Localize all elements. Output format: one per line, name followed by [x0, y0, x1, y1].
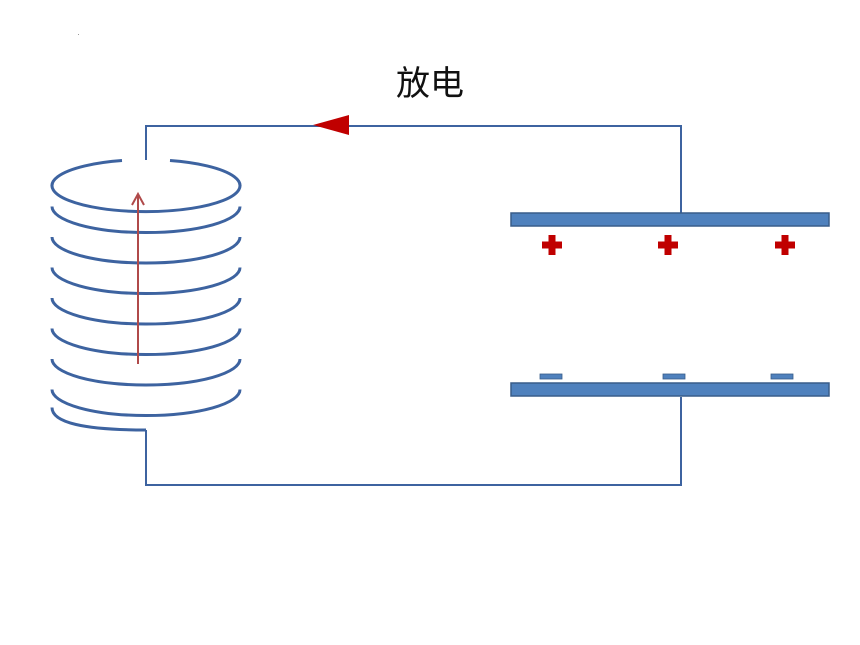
inductor-coil [50, 159, 242, 432]
coil-turn [50, 297, 242, 326]
coil-turn [50, 389, 242, 417]
top-wire [145, 125, 682, 214]
coil-turn [50, 328, 242, 356]
coil-turn [50, 236, 242, 265]
page-title: 放电 [396, 64, 464, 104]
coil-turn [50, 206, 242, 234]
coil-turn [50, 159, 242, 214]
capacitor-bottom-plate [510, 382, 830, 397]
current-direction-arrow-icon [313, 115, 349, 135]
magnetic-field-arrow-icon [131, 191, 145, 206]
plus-charge-icon [658, 235, 678, 255]
capacitor-top-plate [510, 212, 830, 227]
minus-charge-icon [539, 373, 563, 380]
coil-turn [50, 267, 242, 295]
coil-lead [50, 407, 147, 432]
plus-charge-icon [542, 235, 562, 255]
bottom-wire [145, 397, 682, 486]
minus-charge-icon [662, 373, 686, 380]
coil-turn [50, 358, 242, 387]
stray-dot [78, 34, 79, 35]
top-plate-charges [542, 235, 795, 255]
plus-charge-icon [775, 235, 795, 255]
bottom-plate-charges [539, 373, 794, 380]
minus-charge-icon [770, 373, 794, 380]
